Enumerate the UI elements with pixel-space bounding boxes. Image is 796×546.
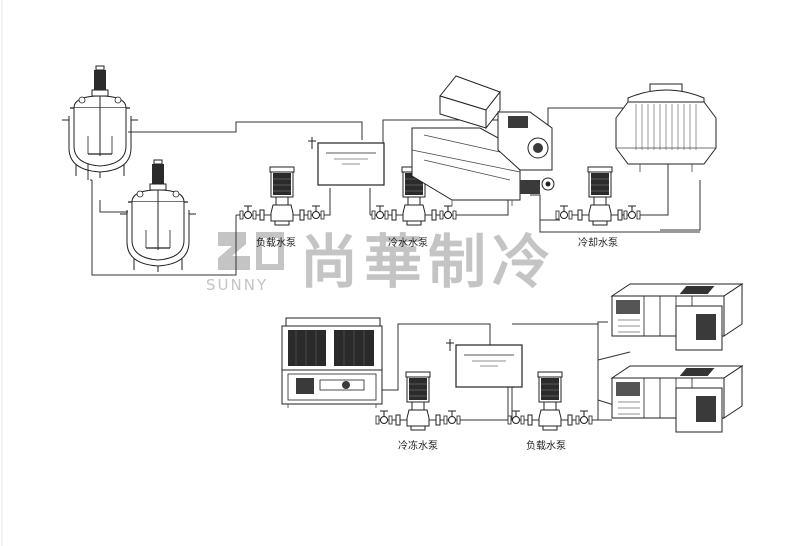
load-pump-bottom xyxy=(519,371,581,431)
cooling-water-pump xyxy=(569,166,631,226)
label-load-pump-top: 负载水泵 xyxy=(256,236,296,249)
valve xyxy=(439,205,457,220)
valve xyxy=(307,205,325,220)
watermark: 尚華制冷 SUNNY xyxy=(206,228,556,296)
label-load-pump-bottom: 负载水泵 xyxy=(526,439,566,452)
valve xyxy=(507,410,525,425)
load-pump-top xyxy=(251,166,313,226)
buffer-tank-top xyxy=(307,136,385,186)
valve xyxy=(443,410,461,425)
valve xyxy=(623,205,641,220)
label-chilled-water-pump-top: 冷水水泵 xyxy=(388,236,428,249)
air-cooled-chiller xyxy=(281,317,383,408)
water-cooled-chiller xyxy=(411,75,555,206)
watermark-chinese-text: 尚華制冷 xyxy=(300,228,556,296)
cooling-tower xyxy=(615,83,717,172)
valve xyxy=(575,410,593,425)
watermark-english-text: SUNNY xyxy=(206,276,268,294)
buffer-tank-bottom xyxy=(445,338,523,388)
valve xyxy=(239,205,257,220)
watermark-logo xyxy=(218,232,284,270)
label-cooling-water-pump: 冷却水泵 xyxy=(578,236,618,249)
valve xyxy=(555,205,573,220)
label-freezing-water-pump: 冷冻水泵 xyxy=(398,439,438,452)
ahu-extension-1 xyxy=(675,305,723,351)
valve xyxy=(371,205,389,220)
ahu-extension-2 xyxy=(675,387,723,433)
freezing-water-pump xyxy=(387,371,449,431)
valve xyxy=(375,410,393,425)
reactor-2 xyxy=(119,159,197,273)
reactor-1 xyxy=(61,65,139,179)
